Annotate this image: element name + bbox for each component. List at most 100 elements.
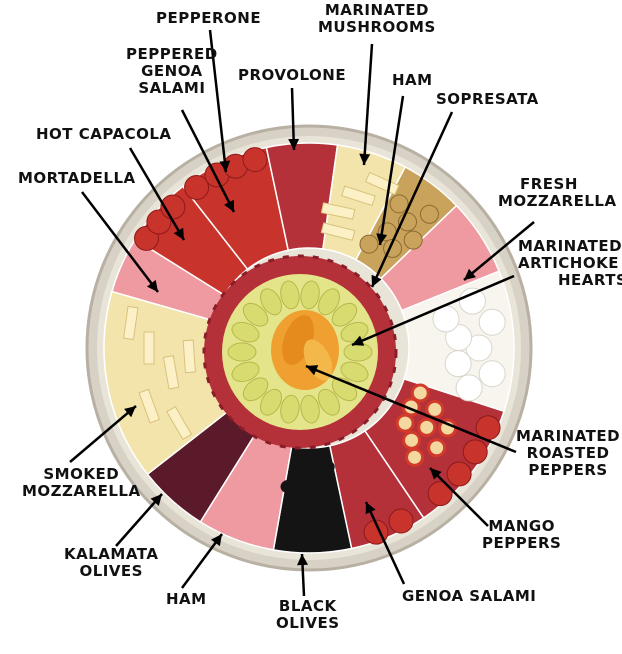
pepperoni-slice	[242, 147, 268, 173]
cheese-stick	[123, 305, 139, 341]
cheese-stick	[182, 339, 196, 374]
line-mushrooms-arrowhead	[359, 153, 371, 165]
mushroom	[359, 234, 379, 254]
artichoke-leaf	[280, 394, 300, 424]
line-pepperone	[208, 29, 228, 173]
kalamata-olive	[225, 444, 240, 463]
line-ham-top-arrowhead	[376, 233, 388, 245]
kalamata-olive	[218, 431, 233, 450]
cheese-stick	[320, 202, 356, 220]
artichoke-leaf	[300, 280, 320, 310]
line-fresh-mozzarella	[463, 221, 535, 281]
mushroom	[419, 204, 439, 224]
artichoke-leaf	[318, 388, 340, 416]
kalamata-olive	[190, 446, 205, 465]
label-genoa-salami: GENOA SALAMI	[402, 587, 537, 605]
artichoke-leaf	[343, 342, 373, 362]
cheese-stick	[320, 222, 356, 241]
line-roasted-peppers-arrowhead	[306, 365, 319, 376]
line-black-olives-arrowhead	[297, 554, 309, 566]
label-hot-capacola: HOT CAPACOLA	[36, 125, 172, 143]
pepperoni-slice	[462, 439, 488, 465]
line-mushrooms	[362, 43, 374, 166]
label-pepperone: PEPPERONE	[156, 9, 262, 27]
mango-pepper	[402, 430, 422, 450]
mango-pepper	[395, 413, 415, 433]
mango-pepper	[417, 417, 437, 437]
artichoke-leaves	[227, 280, 373, 424]
pepperoni-slice	[427, 481, 453, 507]
black-olive	[315, 485, 334, 500]
artichoke-leaf	[227, 342, 257, 362]
mango-pepper	[425, 399, 445, 419]
artichoke-leaf	[318, 288, 340, 316]
label-ham-bottom: HAM	[166, 590, 207, 608]
cheese-stick	[138, 388, 161, 424]
artichoke-leaf	[260, 288, 282, 316]
line-mango-peppers	[429, 467, 489, 527]
cheese-stick	[364, 171, 400, 196]
line-sopresata-arrowhead	[371, 274, 382, 287]
line-mortadella	[81, 191, 159, 293]
line-kalamata-olives	[115, 493, 163, 547]
artichoke-leaf	[300, 394, 320, 424]
kalamata-olive	[174, 454, 189, 473]
artichoke-leaf	[231, 361, 260, 383]
label-ham-top: HAM	[392, 71, 433, 89]
salami-ring-texture	[202, 254, 398, 450]
line-pepperone-arrowhead	[219, 160, 231, 172]
kalamata-olive	[201, 429, 216, 448]
label-provolone: PROVOLONE	[238, 66, 347, 84]
label-mortadella: MORTADELLA	[18, 169, 136, 187]
kalamata-olive	[209, 457, 224, 476]
line-peppered-genoa-salami-arrowhead	[224, 199, 234, 212]
line-peppered-genoa-salami	[180, 109, 236, 213]
line-fresh-mozzarella-arrowhead	[464, 268, 476, 280]
callout-arrowheads	[124, 138, 476, 566]
line-ham-bottom	[180, 533, 224, 589]
black-olive	[316, 459, 335, 474]
mushroom	[403, 230, 423, 250]
line-roasted-peppers	[305, 364, 517, 454]
line-sopresata	[370, 111, 454, 288]
black-olive	[288, 510, 307, 525]
mango-pepper	[405, 447, 425, 467]
kalamata-olive	[192, 469, 207, 488]
line-ham-top	[378, 95, 405, 246]
black-olive	[311, 505, 330, 520]
black-olive	[280, 479, 299, 494]
mozzarella-ball	[455, 374, 483, 402]
callout-lines	[69, 29, 535, 597]
line-ham-bottom-arrowhead	[211, 534, 222, 547]
black-olive	[294, 490, 313, 505]
mango-pepper	[410, 383, 430, 403]
line-genoa-salami	[364, 501, 406, 585]
mozzarella-ball	[458, 287, 486, 315]
artichoke-leaf	[280, 280, 300, 310]
pepperoni-slice	[388, 508, 414, 534]
line-artichoke-hearts	[351, 274, 515, 347]
artichoke-leaf	[260, 388, 282, 416]
line-smoked-mozzarella-arrowhead	[124, 406, 136, 418]
line-artichoke-hearts-arrowhead	[352, 335, 365, 346]
line-hot-capacola-arrowhead	[173, 227, 184, 240]
mozzarella-ball	[478, 360, 506, 388]
black-olive	[300, 526, 318, 540]
artichoke-leaf	[340, 361, 369, 383]
line-provolone-arrowhead	[288, 138, 300, 150]
cheese-stick	[143, 331, 155, 365]
line-smoked-mozzarella	[69, 405, 137, 463]
artichoke-leaf	[242, 302, 269, 327]
line-mortadella-arrowhead	[146, 279, 158, 292]
line-hot-capacola	[128, 147, 186, 241]
artichoke-leaf	[331, 302, 358, 327]
